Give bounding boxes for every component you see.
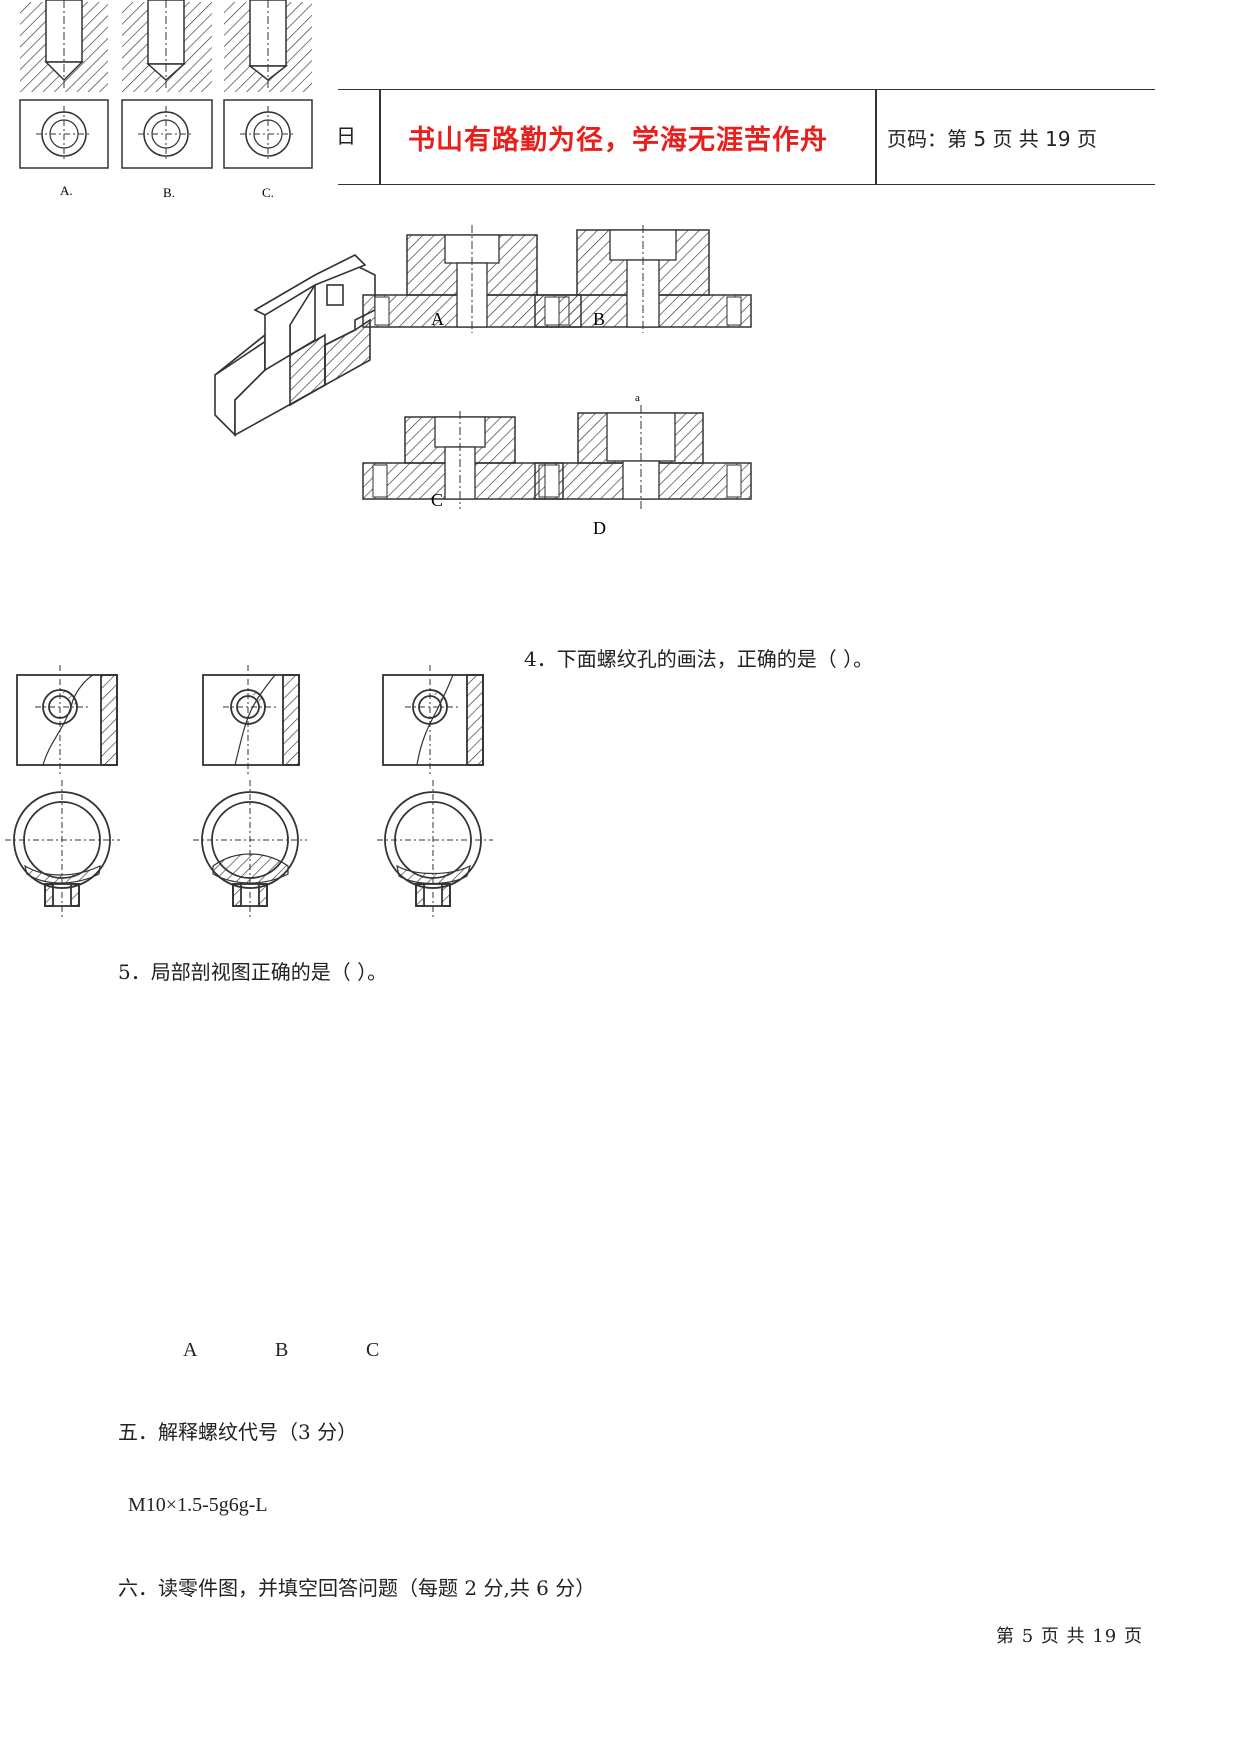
question-5: 5．局部剖视图正确的是（ ）。 (118, 960, 388, 984)
thread-label-b: B. (163, 185, 175, 200)
section-label-c: C (431, 490, 443, 510)
thread-hole-figure-top: A. B. C. (19, 0, 313, 200)
thread-label-c: C. (262, 185, 274, 200)
section-view-figure: A B C a D (214, 225, 752, 538)
section-c (362, 411, 564, 509)
page-header: 日 书山有路勤为径，学海无涯苦作舟 页码：第 5 页 共 19 页 (336, 89, 1155, 185)
header-divider (379, 90, 381, 184)
section-6-title: 六．读零件图，并填空回答问题（每题 2 分,共 6 分） (118, 1576, 596, 1600)
partial-section-figure (5, 665, 493, 918)
header-motto: 书山有路勤为径，学海无涯苦作舟 (408, 125, 828, 156)
section-note: a (635, 392, 640, 404)
thread-label-a: A. (60, 183, 73, 198)
date-fragment: 日 (336, 124, 356, 148)
question-4: 4．下面螺纹孔的画法，正确的是（ ）。 (524, 647, 874, 671)
thread-variant-b (121, 0, 213, 169)
thread-code: M10×1.5-5g6g-L (128, 1494, 268, 1516)
section-d (534, 405, 752, 509)
section-a (362, 225, 582, 333)
section-b (534, 225, 752, 333)
choice-a: A (183, 1339, 198, 1361)
option-2 (193, 665, 307, 918)
option-3 (377, 665, 493, 918)
choice-c: C (366, 1339, 380, 1361)
section-label-d: D (593, 518, 606, 538)
section-label-a: A (431, 309, 444, 329)
isometric-part (214, 254, 376, 437)
header-page-info: 页码：第 5 页 共 19 页 (887, 127, 1097, 151)
header-divider (875, 90, 877, 184)
page-footer: 第 5 页 共 19 页 (996, 1626, 1143, 1647)
thread-variant-c (223, 0, 313, 169)
section-5-title: 五．解释螺纹代号（3 分） (118, 1420, 358, 1444)
thread-variant-a (19, 0, 109, 169)
section-label-b: B (593, 309, 605, 329)
choice-b: B (275, 1339, 289, 1361)
option-1 (5, 665, 120, 918)
